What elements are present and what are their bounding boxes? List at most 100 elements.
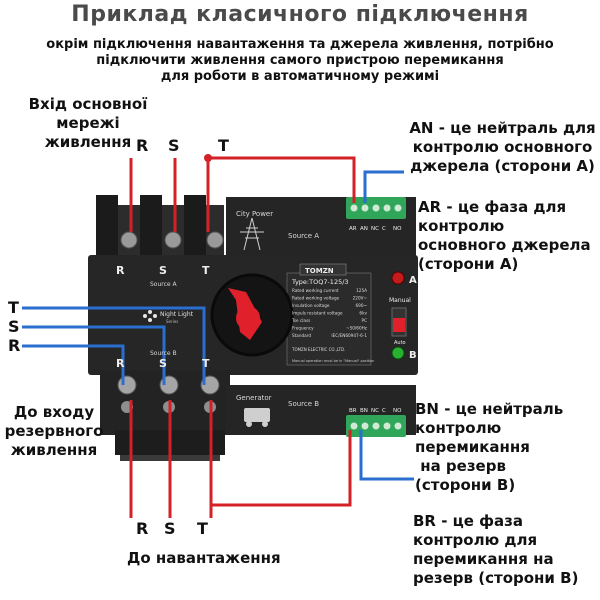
device-phase-t-bottom: T xyxy=(202,357,210,370)
terminal-screw xyxy=(372,422,380,430)
an-line: AN - це нейтраль для xyxy=(409,119,596,137)
bn-label: BN - це нейтраль контролю перемикання на… xyxy=(415,400,600,495)
bn-line: на резерв xyxy=(415,457,506,475)
br-line: перемикання на xyxy=(413,550,554,568)
ar-line: (сторони А) xyxy=(418,255,519,273)
bn-line: контролю xyxy=(415,419,502,437)
bn-line: BN - це нейтраль xyxy=(415,400,564,418)
terminal-screw xyxy=(361,204,369,212)
wire-backup-t xyxy=(22,306,206,385)
night-light-label: Night Light xyxy=(160,311,194,318)
rotary-knob[interactable] xyxy=(236,306,260,330)
source-a-label: Source A xyxy=(288,232,319,240)
spec-rows: Rated working current 125A Rated working v… xyxy=(291,288,368,338)
ar-line: основного джерела xyxy=(418,236,591,254)
wire-an xyxy=(363,170,404,203)
spec-name: Tse class xyxy=(291,318,310,323)
spec-name: Standard xyxy=(292,333,311,338)
backup-input-label: До входу резервного живлення xyxy=(2,403,106,460)
spec-label-panel xyxy=(286,272,372,366)
subtitle-line: окрім підключення навантаження та джерел… xyxy=(46,37,554,52)
backup-input-line: До входу xyxy=(13,403,95,421)
terminal-screw xyxy=(350,422,358,430)
screw-r-bottom xyxy=(117,375,137,395)
terminal-label: NC xyxy=(371,408,379,414)
ar-label: AR - це фаза для контролю основного джер… xyxy=(418,198,600,274)
subtitle-line: для роботи в автоматичному режимі xyxy=(160,69,440,84)
spec-name: Rated working current xyxy=(292,288,339,293)
wire-bn xyxy=(359,430,414,481)
wire-label-r-in: R xyxy=(136,136,148,155)
auto-label: Auto xyxy=(394,340,406,346)
screw-s-top xyxy=(164,231,182,249)
spec-name: Rated working voltage xyxy=(292,296,340,301)
terminal-label: C xyxy=(382,408,386,414)
ar-line: контролю xyxy=(418,217,505,235)
device-phase-s-bottom: S xyxy=(159,357,167,370)
subtitle: окрім підключення навантаження та джерел… xyxy=(0,37,600,85)
wire-label-r-out: R xyxy=(136,519,148,538)
terminal-label: BN xyxy=(360,408,368,414)
led-b-label: B xyxy=(409,350,417,361)
terminal-divider xyxy=(96,195,118,265)
wire-backup-s xyxy=(22,325,166,385)
terminal-screw xyxy=(394,422,402,430)
spec-value: 125A xyxy=(356,288,367,293)
br-line: резерв (сторони В) xyxy=(413,569,579,587)
wire-backup-r xyxy=(22,344,125,385)
night-light-logo-icon xyxy=(143,310,157,322)
an-line: контролю основного xyxy=(412,138,593,156)
spec-value: PC xyxy=(362,318,368,323)
main-input-line: мережі живлення xyxy=(44,114,132,151)
spec-value: 220V~ xyxy=(353,296,368,301)
wire-label-s-in: S xyxy=(168,136,180,155)
br-line: контролю для xyxy=(413,531,538,549)
spec-name: Frequency xyxy=(292,326,314,331)
backup-input-line: живлення xyxy=(10,441,98,459)
an-label: AN - це нейтраль для контролю основного … xyxy=(405,119,600,176)
source-b-small-label: Source B xyxy=(150,350,177,357)
type-label: Type:TOQ7-125/3 xyxy=(291,278,349,286)
terminal-label: NO xyxy=(393,408,402,414)
wire-label-r-backup: R xyxy=(8,336,20,355)
brand-badge xyxy=(299,263,347,276)
wire-ar xyxy=(208,156,356,203)
generator-label: Generator xyxy=(236,394,272,402)
terminal-label: C xyxy=(382,226,386,232)
wire-label-t-out: T xyxy=(197,519,208,538)
wire-label-s-out: S xyxy=(164,519,176,538)
terminal-screw xyxy=(383,422,391,430)
subtitle-line: підключити живлення самого пристрою пере… xyxy=(96,53,504,68)
terminal-screw xyxy=(394,204,402,212)
bn-line: перемикання xyxy=(415,438,530,456)
backup-input-line: резервного xyxy=(4,422,104,440)
wire-br xyxy=(211,430,352,507)
terminal-label: AR xyxy=(349,226,357,232)
bn-line: (сторони В) xyxy=(415,476,516,494)
spec-value: ~50/60Hz xyxy=(346,326,368,331)
terminal-label: AN xyxy=(360,226,368,232)
main-input-line: Вхід основної xyxy=(28,95,148,113)
spec-name: Impuls resistant voltage xyxy=(292,311,343,316)
spec-value: IEC/EN60947-6-1 xyxy=(331,333,367,338)
junction-dot xyxy=(204,154,212,162)
source-a-small-label: Source A xyxy=(150,281,178,288)
br-label: BR - це фаза контролю для перемикання на… xyxy=(413,512,600,588)
terminal-screw xyxy=(361,422,369,430)
load-label: До навантаження xyxy=(127,549,281,567)
ar-line: AR - це фаза для xyxy=(418,198,567,216)
mode-switch-thumb[interactable] xyxy=(393,318,405,332)
screw-r-top xyxy=(120,231,138,249)
device-phase-t-top: T xyxy=(202,264,210,277)
terminal-screw xyxy=(383,204,391,212)
spec-value: 690~ xyxy=(355,303,367,308)
wire-label-t-in: T xyxy=(218,136,229,155)
night-light-sub: Series xyxy=(166,319,178,324)
terminal-label: BR xyxy=(349,408,357,414)
wires xyxy=(22,156,414,518)
terminal-label: NO xyxy=(393,226,402,232)
device-phase-r-top: R xyxy=(116,264,125,277)
